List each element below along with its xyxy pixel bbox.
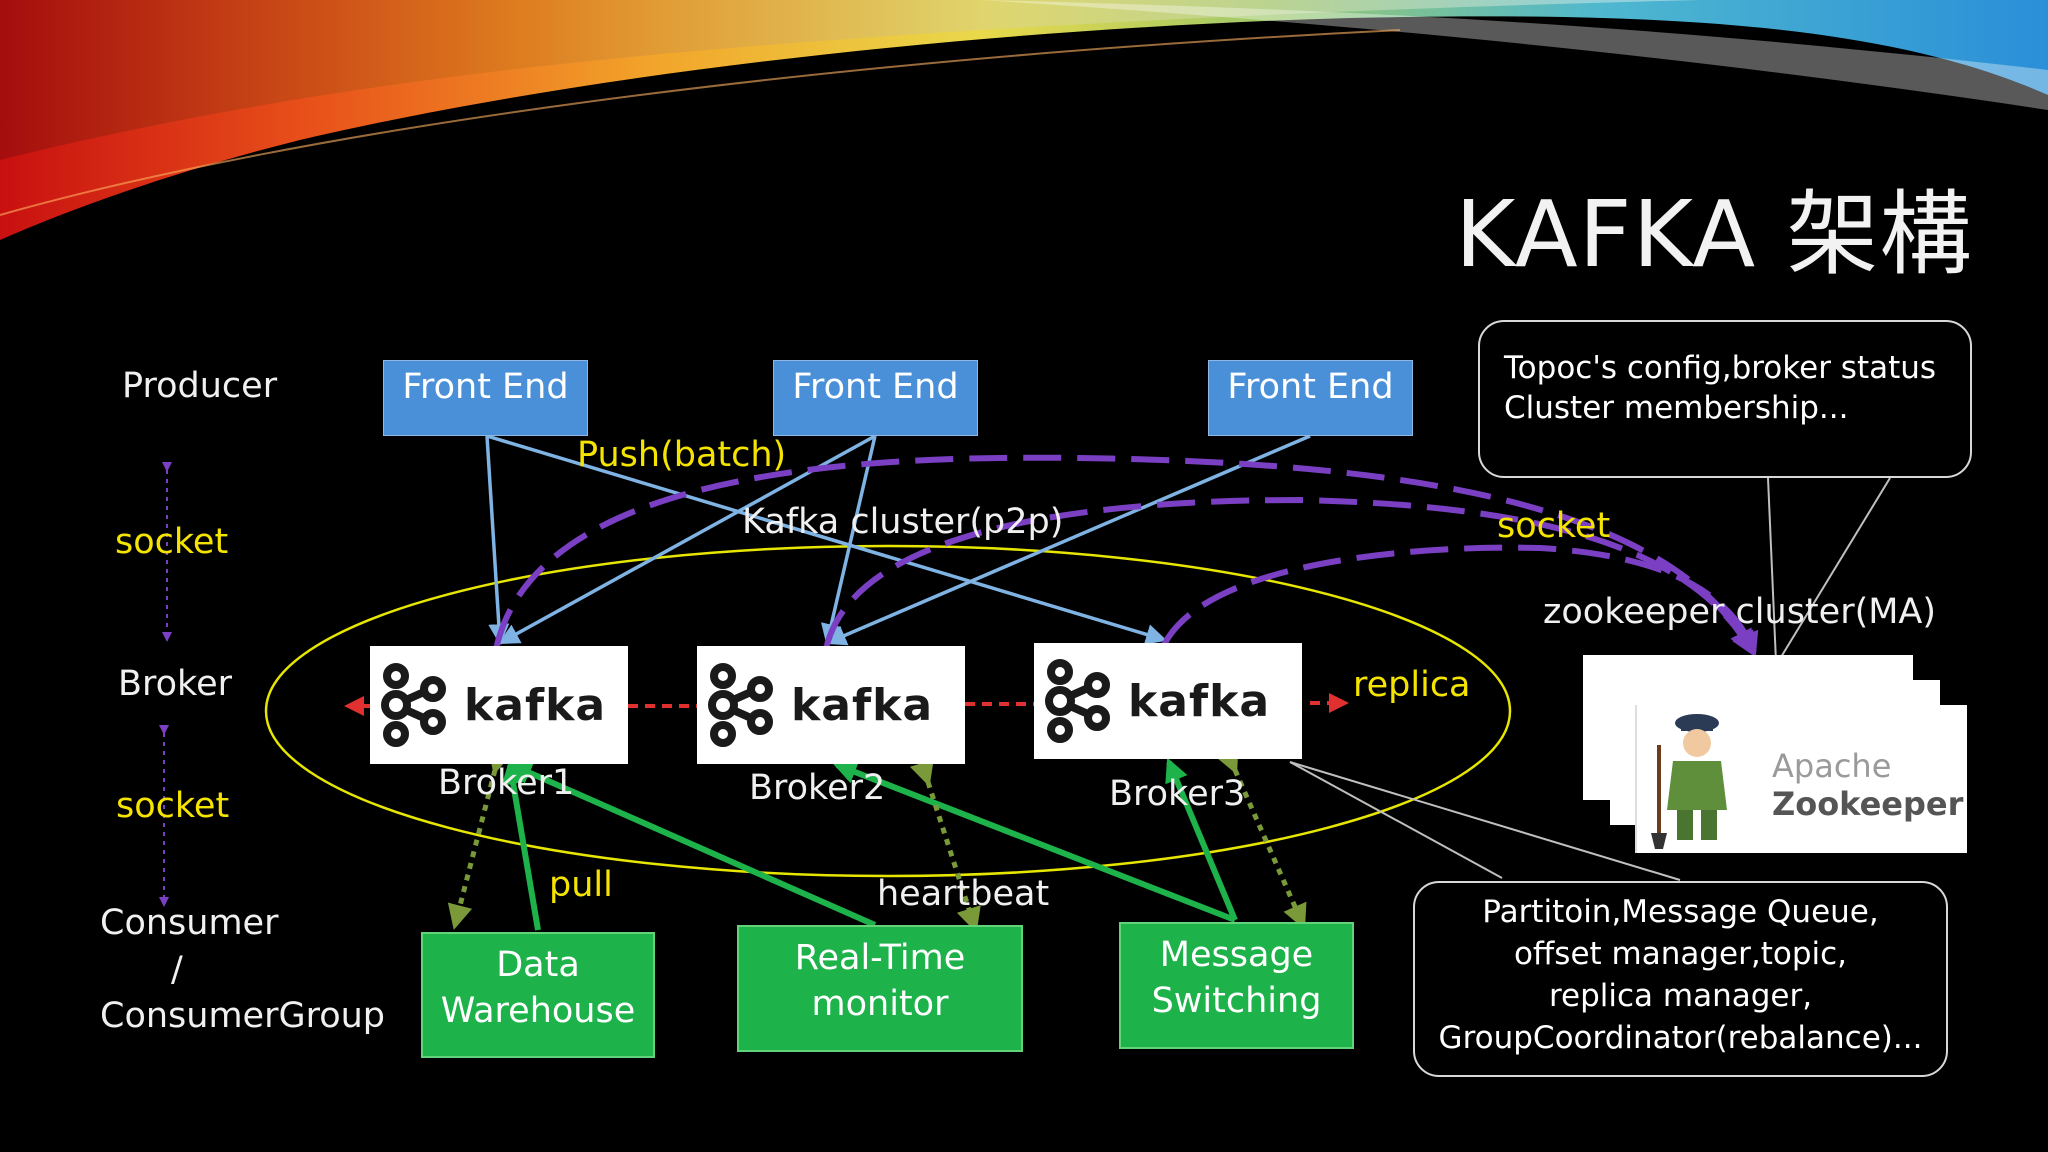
zookeeper-callout-line-2: Cluster membership... xyxy=(1504,390,1849,426)
broker-2-kafka-logo: kafka xyxy=(697,646,965,764)
kafka-logo-icon xyxy=(708,663,773,747)
zookeeper-logo-zookeeper: Zookeeper xyxy=(1772,785,1964,823)
zookeeper-callout: Topoc's config,broker status Cluster mem… xyxy=(1478,320,1972,478)
consumer-data-warehouse: Data Warehouse xyxy=(421,932,655,1058)
kafka-logo-icon xyxy=(1045,659,1110,743)
broker-3-kafka-logo: kafka xyxy=(1034,643,1302,759)
broker-callout-line-4: GroupCoordinator(rebalance)... xyxy=(1438,1020,1923,1056)
kafka-cluster-ellipse xyxy=(264,544,1512,878)
socket-label-right: socket xyxy=(1497,506,1611,546)
broker-2-caption: Broker2 xyxy=(749,768,886,808)
broker-3-caption: Broker3 xyxy=(1109,774,1246,814)
consumer-line-2: monitor xyxy=(811,984,949,1024)
zookeeper-logo-card: Apache Zookeeper xyxy=(1635,705,1967,853)
consumer-line-1: Real-Time xyxy=(794,938,966,978)
consumer-group-label: ConsumerGroup xyxy=(100,996,386,1036)
producer-front-end-3: Front End xyxy=(1208,360,1413,436)
zookeeper-cluster-label: zookeeper cluster(MA) xyxy=(1543,592,1937,632)
pull-label: pull xyxy=(549,865,613,905)
consumer-label: Consumer xyxy=(100,903,279,943)
zookeeper-callout-line-1: Topoc's config,broker status xyxy=(1504,350,1937,386)
kafka-wordmark: kafka xyxy=(1128,675,1271,727)
kafka-cluster-label: Kafka cluster(p2p) xyxy=(742,502,1064,542)
consumer-line-1: Data xyxy=(496,945,580,985)
consumer-message-switching: Message Switching xyxy=(1119,922,1354,1049)
broker-1-kafka-logo: kafka xyxy=(370,646,628,764)
broker-callout-line-2: offset manager,topic, xyxy=(1513,936,1848,972)
consumer-slash: / xyxy=(171,950,183,990)
consumer-line-2: Warehouse xyxy=(440,991,636,1031)
kafka-wordmark: kafka xyxy=(791,679,934,731)
consumer-line-2: Switching xyxy=(1151,981,1322,1021)
heartbeat-label: heartbeat xyxy=(877,874,1050,914)
producer-front-end-1: Front End xyxy=(383,360,588,436)
broker-1-caption: Broker1 xyxy=(438,763,575,803)
zookeeper-logo-apache: Apache xyxy=(1772,747,1892,785)
socket-label-bottom: socket xyxy=(116,786,230,826)
producer-label: Producer xyxy=(122,366,278,406)
broker-callout: Partitoin,Message Queue, offset manager,… xyxy=(1413,881,1948,1077)
producer-front-end-2: Front End xyxy=(773,360,978,436)
push-batch-label: Push(batch) xyxy=(577,435,787,475)
broker-label: Broker xyxy=(118,664,232,704)
zookeeper-keeper-icon xyxy=(1651,714,1727,849)
broker-callout-line-1: Partitoin,Message Queue, xyxy=(1482,894,1879,930)
kafka-wordmark: kafka xyxy=(464,679,607,731)
consumer-line-1: Message xyxy=(1159,935,1314,975)
replica-label: replica xyxy=(1353,665,1471,705)
broker-callout-line-3: replica manager, xyxy=(1548,978,1813,1014)
socket-label-top: socket xyxy=(115,522,229,562)
consumer-real-time-monitor: Real-Time monitor xyxy=(737,925,1023,1052)
kafka-logo-icon xyxy=(381,663,446,747)
slide-title: KAFKA 架構 xyxy=(1455,181,1973,288)
